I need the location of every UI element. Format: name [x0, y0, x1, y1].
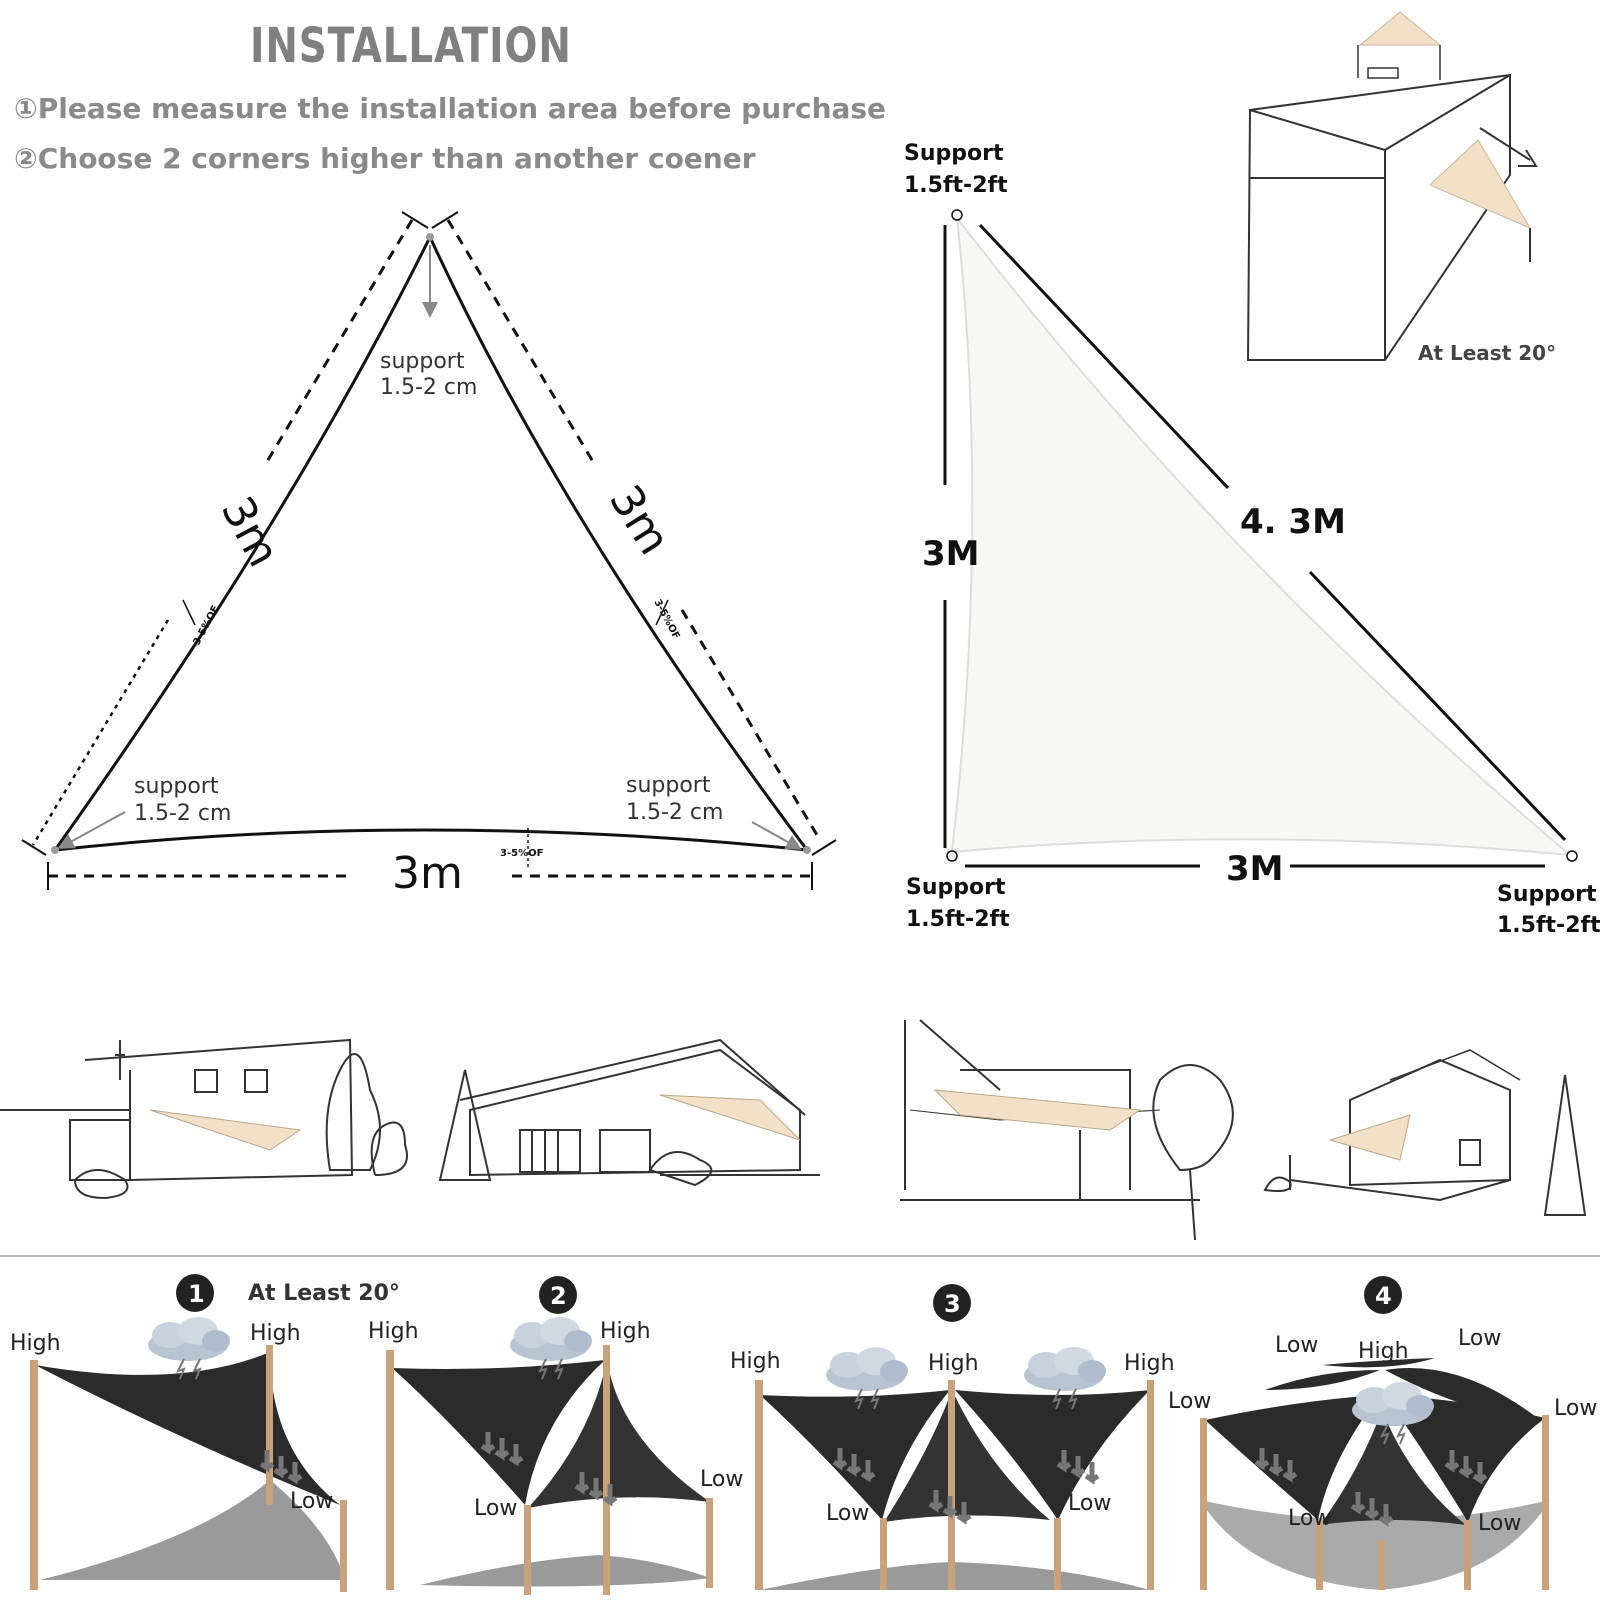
- right-triangle-sail-diagram: 3M 3M 4. 3M Support 1.5ft-2ft Support 1.…: [904, 141, 1600, 938]
- support-top-size: 1.5-2 cm: [380, 375, 477, 400]
- support-br-label-r: Support: [1497, 882, 1597, 907]
- step-2-high-right: High: [600, 1319, 651, 1344]
- step-4-low-right: Low: [1554, 1396, 1597, 1421]
- angle-note-top: At Least 20°: [1418, 341, 1556, 365]
- page-title: INSTALLATION: [250, 18, 572, 74]
- instruction-step-1: ①Please measure the installation area be…: [14, 92, 887, 125]
- step-4-low-top-left: Low: [1275, 1333, 1318, 1358]
- support-top-label: support: [380, 349, 465, 374]
- step-1-high-left: High: [10, 1331, 61, 1356]
- step-2-high-left: High: [368, 1319, 419, 1344]
- scene-house-2: [438, 1038, 820, 1187]
- step-3-high-1: High: [730, 1349, 781, 1374]
- step-1-high-right: High: [250, 1321, 301, 1346]
- step-4-low-bottom-right: Low: [1478, 1511, 1521, 1536]
- support-left-label: support: [134, 774, 219, 799]
- step-1-low: Low: [290, 1489, 333, 1514]
- support-left-size: 1.5-2 cm: [134, 801, 231, 826]
- right-side-bottom: 3M: [1226, 849, 1284, 889]
- step-4-low-top-right: Low: [1458, 1326, 1501, 1351]
- step-4-low-bottom-left: Low: [1288, 1506, 1331, 1531]
- side-bottom-length: 3m: [392, 848, 463, 899]
- side-left-length: 3m: [211, 489, 289, 576]
- scene-house-1: [0, 1038, 408, 1200]
- step-4-number: 4: [1375, 1282, 1392, 1310]
- step-3-number: 3: [944, 1290, 961, 1318]
- step-2-low-left: Low: [474, 1496, 517, 1521]
- sag-label-left: 3-5%OF: [191, 604, 221, 648]
- side-right-length: 3m: [599, 477, 680, 564]
- step-3-low-1: Low: [826, 1501, 869, 1526]
- step-1-number: 1: [188, 1280, 205, 1308]
- step-2-low-right: Low: [700, 1467, 743, 1492]
- support-bl-size-r: 1.5ft-2ft: [906, 907, 1010, 932]
- step-4-example: 4 Low High Low Low Low Low Low: [1168, 1276, 1597, 1590]
- support-bl-label-r: Support: [906, 875, 1006, 900]
- step-1-angle-note: At Least 20°: [248, 1281, 400, 1306]
- sag-label-bottom: 3-5%OF: [500, 848, 543, 859]
- scene-house-3: [900, 1019, 1234, 1241]
- step-1-example: 1 At Least 20° High High Low: [10, 1274, 400, 1592]
- slope-angle-diagram: [1246, 11, 1538, 361]
- right-hypotenuse: 4. 3M: [1240, 502, 1346, 542]
- step-2-number: 2: [550, 1282, 567, 1310]
- equilateral-sail-diagram: 3m 3m 3m support 1.5-2 cm support 1.5-2 …: [21, 211, 837, 899]
- step-3-example: 3 High High High Low Low: [730, 1284, 1175, 1590]
- support-top-label-r: Support: [904, 141, 1004, 166]
- step-3-low-2: Low: [1068, 1491, 1111, 1516]
- scene-house-4: [1263, 1049, 1587, 1216]
- instruction-step-2: ②Choose 2 corners higher than another co…: [14, 142, 756, 175]
- support-top-size-r: 1.5ft-2ft: [904, 173, 1008, 198]
- step-3-high-2: High: [928, 1351, 979, 1376]
- support-right-size: 1.5-2 cm: [626, 800, 723, 825]
- step-2-example: 2 High High Low Low: [368, 1276, 743, 1595]
- step-4-low-left: Low: [1168, 1389, 1211, 1414]
- support-br-size-r: 1.5ft-2ft: [1497, 913, 1600, 938]
- right-side-vertical: 3M: [922, 534, 980, 574]
- support-right-label: support: [626, 773, 711, 798]
- example-scenes: [0, 1019, 1587, 1241]
- step-3-high-3: High: [1124, 1351, 1175, 1376]
- step-4-high: High: [1358, 1339, 1409, 1364]
